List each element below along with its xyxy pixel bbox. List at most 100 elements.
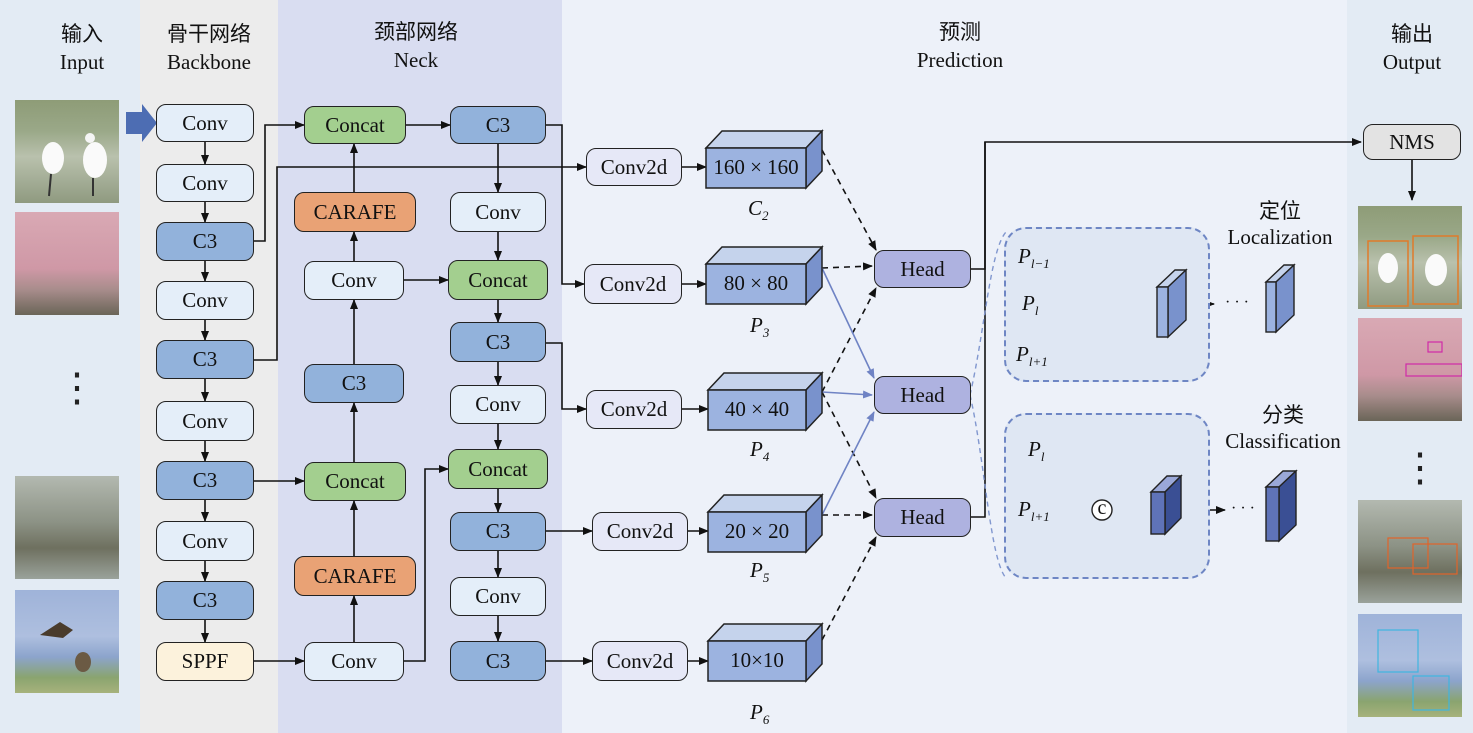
- feature-name-c2-sub: 2: [762, 208, 769, 224]
- input-image-bird-flight: [15, 590, 119, 693]
- backbone-conv-1: Conv: [156, 104, 254, 142]
- cube-p4: [706, 371, 824, 432]
- conv2d-c2: Conv2d: [586, 148, 682, 186]
- feature-name-p5-sub: 5: [762, 570, 770, 586]
- neck-c3-left: C3: [304, 364, 404, 403]
- backbone-header-en: Backbone: [167, 50, 251, 74]
- neck-concat-right-2: Concat: [448, 449, 548, 489]
- backbone-header: 骨干网络 Backbone: [140, 20, 278, 76]
- neck-conv-left-bottom: Conv: [304, 642, 404, 681]
- nms-block: NMS: [1363, 124, 1461, 160]
- feature-name-p3: P3: [750, 313, 769, 341]
- loc-output-cuboid: [1264, 263, 1296, 334]
- cls-output-cuboid: [1264, 469, 1298, 543]
- backbone-conv-2: Conv: [156, 164, 254, 202]
- output-image-bird-flight: [1358, 614, 1462, 717]
- loc-input-next-sub: l+1: [1028, 354, 1048, 370]
- neck-concat-top: Concat: [304, 106, 406, 144]
- feature-name-p6-sub: 6: [762, 712, 770, 728]
- output-bird-boxes: [1377, 629, 1450, 711]
- loc-input-next: Pl+1: [1016, 342, 1048, 370]
- concat-symbol: c: [1097, 497, 1107, 519]
- output-image-ducks: [1358, 500, 1462, 603]
- prediction-header: 预测 Prediction: [860, 18, 1060, 74]
- bird-flight-drawing: [40, 622, 91, 672]
- backbone-c3-1: C3: [156, 222, 254, 261]
- cube-p4-size: 40 × 40: [724, 397, 790, 421]
- feature-name-p6-letter: P: [750, 700, 763, 724]
- cls-input-next: Pl+1: [1018, 497, 1050, 525]
- output-image-pink-lake: [1358, 318, 1463, 421]
- loc-input-prev-letter: P: [1018, 244, 1031, 268]
- output-spoonbills-boxes: [1367, 235, 1459, 307]
- spoonbills-drawing: [42, 133, 107, 197]
- output-image-spoonbills: [1358, 206, 1462, 309]
- conv2d-p6: Conv2d: [592, 641, 688, 681]
- cls-input-cur: Pl: [1028, 437, 1044, 465]
- loc-feature-cuboid: [1155, 268, 1188, 339]
- loc-input-prev-sub: l−1: [1030, 256, 1050, 272]
- feature-name-p5-letter: P: [750, 558, 763, 582]
- input-image-spoonbills: [15, 100, 119, 203]
- input-arrow: [126, 104, 157, 142]
- backbone-conv-3: Conv: [156, 281, 254, 320]
- output-header-en: Output: [1382, 50, 1442, 74]
- backbone-c3-2: C3: [156, 340, 254, 379]
- cls-input-cur-sub: l: [1040, 449, 1045, 465]
- cls-feature-cuboid: [1149, 474, 1183, 536]
- loc-ellipsis: · · ·: [1225, 294, 1249, 311]
- loc-input-cur: Pl: [1022, 291, 1038, 319]
- neck-conv-right-3: Conv: [450, 577, 546, 616]
- cube-p6-size: 10×10: [730, 648, 784, 672]
- neck-concat-right-1: Concat: [448, 260, 548, 300]
- neck-concat-left-bottom: Concat: [304, 462, 406, 501]
- prediction-panel: [562, 0, 1347, 733]
- classification-label: 分类 Classification: [1212, 402, 1354, 454]
- feature-name-p3-letter: P: [750, 313, 763, 337]
- cube-p5-size: 20 × 20: [724, 519, 790, 543]
- neck-header: 颈部网络 Neck: [278, 18, 554, 74]
- feature-name-p4-letter: P: [750, 437, 763, 461]
- output-ducks-boxes: [1387, 537, 1458, 575]
- conv2d-p5: Conv2d: [592, 512, 688, 551]
- cube-c2-size: 160 × 160: [713, 155, 799, 179]
- input-header-en: Input: [59, 50, 105, 74]
- prediction-header-zh: 预测: [939, 20, 981, 44]
- feature-name-p4-sub: 4: [762, 449, 770, 465]
- neck-header-en: Neck: [393, 48, 439, 72]
- conv2d-p3: Conv2d: [584, 264, 682, 304]
- classification-label-en: Classification: [1225, 429, 1341, 453]
- input-header: 输入 Input: [30, 20, 134, 76]
- cls-input-next-sub: l+1: [1030, 509, 1050, 525]
- feature-name-p3-sub: 3: [762, 325, 770, 341]
- feature-name-c2-letter: C: [748, 196, 763, 220]
- prediction-header-en: Prediction: [916, 48, 1004, 72]
- loc-input-next-letter: P: [1016, 342, 1029, 366]
- output-header-zh: 输出: [1391, 22, 1433, 46]
- neck-conv-right-2: Conv: [450, 385, 546, 424]
- neck-conv-right-1: Conv: [450, 192, 546, 232]
- cube-p6: [706, 622, 824, 683]
- neck-c3-right-4: C3: [450, 641, 546, 681]
- backbone-sppf: SPPF: [156, 642, 254, 681]
- cube-c2: [704, 129, 824, 190]
- backbone-c3-3: C3: [156, 461, 254, 500]
- cube-p3-size: 80 × 80: [723, 271, 789, 295]
- head-bottom: Head: [874, 498, 971, 537]
- neck-c3-right-2: C3: [450, 322, 546, 362]
- head-middle: Head: [874, 376, 971, 414]
- backbone-conv-5: Conv: [156, 521, 254, 561]
- input-image-pink-lake: [15, 212, 119, 315]
- conv2d-p4: Conv2d: [586, 390, 682, 429]
- neck-c3-right-3: C3: [450, 512, 546, 551]
- head-top: Head: [874, 250, 971, 288]
- cls-input-next-letter: P: [1018, 497, 1031, 521]
- input-image-ducks: [15, 476, 119, 579]
- feature-name-p4: P4: [750, 437, 769, 465]
- cube-p3: [704, 245, 824, 306]
- cube-p5: [706, 493, 824, 554]
- loc-input-cur-letter: P: [1022, 291, 1035, 315]
- localization-label-zh: 定位: [1259, 199, 1301, 223]
